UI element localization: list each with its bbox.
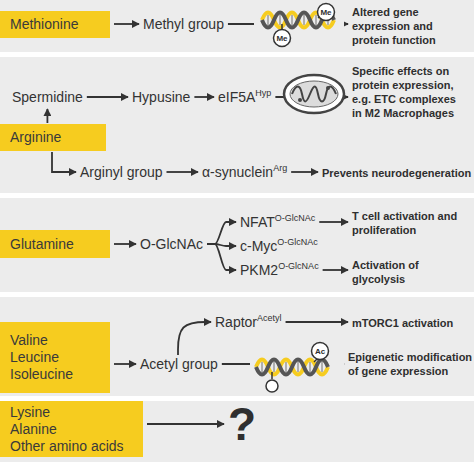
node-text: Spermidine: [12, 89, 83, 105]
node-text: Acetyl group: [140, 356, 218, 372]
node-text: Raptor: [215, 314, 257, 330]
node-text: α-synuclein: [202, 164, 273, 180]
amino-acid-box: Methionine: [0, 11, 110, 38]
outcome-text: Specific effects on protein expression, …: [352, 64, 467, 120]
arrow-connector: [291, 171, 318, 173]
node-text: Glutamine: [10, 236, 110, 253]
amino-acid-box: LysineAlanineOther amino acids: [0, 401, 143, 457]
node-text: Methionine: [10, 16, 110, 33]
node-text: eIF5A: [218, 89, 255, 105]
arrow-connector: [275, 96, 348, 98]
node-text: O-GlcNAc: [140, 236, 203, 252]
arrow-connector: [228, 23, 348, 25]
arrow-connector: [194, 96, 214, 98]
process-label: RaptorAcetyl: [215, 314, 282, 331]
arrow-connector: [114, 363, 136, 365]
node-text: Lysine: [10, 404, 143, 421]
arrow-connector: [286, 321, 348, 323]
node-text: Specific effects on protein expression, …: [352, 64, 467, 120]
node-text: mTORC1 activation: [352, 316, 467, 330]
modification-tag: Ac: [315, 347, 325, 356]
modification-superscript: Arg: [273, 163, 287, 173]
process-label: O-GlcNAc: [140, 236, 203, 253]
arrow-connector: [87, 96, 128, 98]
arrow-connector: [207, 244, 236, 270]
arrow-connector: [52, 152, 76, 172]
node-text: c-Myc: [240, 238, 277, 254]
node-text: Epigenetic modification of gene expressi…: [348, 350, 474, 378]
arrow-connector: [323, 269, 348, 271]
amino-acid-box: ValineLeucineIsoleucine: [0, 322, 110, 393]
arrow-connector: [178, 322, 211, 355]
dna-icon: [250, 340, 344, 394]
node-text: Arginyl group: [80, 164, 163, 180]
arrow-connector: [207, 244, 236, 246]
outcome-text: Epigenetic modification of gene expressi…: [348, 350, 474, 378]
outcome-text: Prevents neurodegeneration: [322, 166, 474, 180]
node-text: Leucine: [10, 349, 110, 366]
process-label: NFATO-GlcNAc: [240, 214, 315, 231]
node-text: Hypusine: [132, 89, 190, 105]
node-text: T cell activation and proliferation: [352, 209, 467, 237]
modification-tag: Me: [276, 34, 287, 43]
band: [0, 198, 474, 292]
node-text: Valine: [10, 332, 110, 349]
node-text: PKM2: [240, 262, 278, 278]
process-label: α-synucleinArg: [202, 164, 287, 181]
modification-superscript: O-GlcNAc: [278, 261, 319, 271]
node-text: Methyl group: [143, 16, 224, 32]
process-label: Hypusine: [132, 89, 190, 106]
outcome-text: T cell activation and proliferation: [352, 209, 467, 237]
modification-superscript: Hyp: [255, 88, 271, 98]
node-text: Isoleucine: [10, 366, 110, 383]
node-text: Altered gene expression and protein func…: [352, 5, 467, 47]
dna-icon: [254, 2, 344, 50]
band: [0, 0, 474, 52]
arrow-connector: [207, 222, 236, 244]
band: [0, 57, 474, 193]
node-text: Alanine: [10, 421, 143, 438]
node-text: ?: [228, 398, 256, 450]
process-label: Spermidine: [12, 89, 83, 106]
arrow-connector: [114, 243, 136, 245]
arrow-connector: [147, 423, 224, 425]
arrow-connector: [167, 171, 199, 173]
unknown-mark: ?: [228, 401, 256, 447]
arrow-connector: [319, 221, 348, 223]
node-text: Activation of glycolysis: [352, 258, 467, 286]
mitochondrion-icon: [284, 75, 344, 113]
arrow-connector: [47, 109, 49, 123]
band: [0, 297, 474, 396]
outcome-text: Activation of glycolysis: [352, 258, 467, 286]
outcome-text: Altered gene expression and protein func…: [352, 5, 467, 47]
modification-superscript: Acetyl: [257, 313, 282, 323]
process-label: Arginyl group: [80, 164, 163, 181]
process-label: eIF5AHyp: [218, 89, 271, 106]
process-label: c-MycO-GlcNAc: [240, 238, 318, 255]
modification-superscript: O-GlcNAc: [277, 237, 318, 247]
process-label: Methyl group: [143, 16, 224, 33]
process-label: PKM2O-GlcNAc: [240, 262, 319, 279]
node-text: Other amino acids: [10, 438, 143, 455]
process-label: Acetyl group: [140, 356, 218, 373]
amino-acid-box: Arginine: [0, 124, 106, 151]
modification-tag: Me: [320, 8, 331, 17]
node-text: Prevents neurodegeneration: [322, 166, 474, 180]
arrow-connector: [222, 363, 344, 365]
node-text: Arginine: [10, 129, 106, 146]
node-text: NFAT: [240, 214, 275, 230]
arrow-connector: [114, 23, 139, 25]
amino-acid-box: Glutamine: [0, 230, 110, 258]
outcome-text: mTORC1 activation: [352, 316, 467, 330]
modification-superscript: O-GlcNAc: [275, 213, 316, 223]
